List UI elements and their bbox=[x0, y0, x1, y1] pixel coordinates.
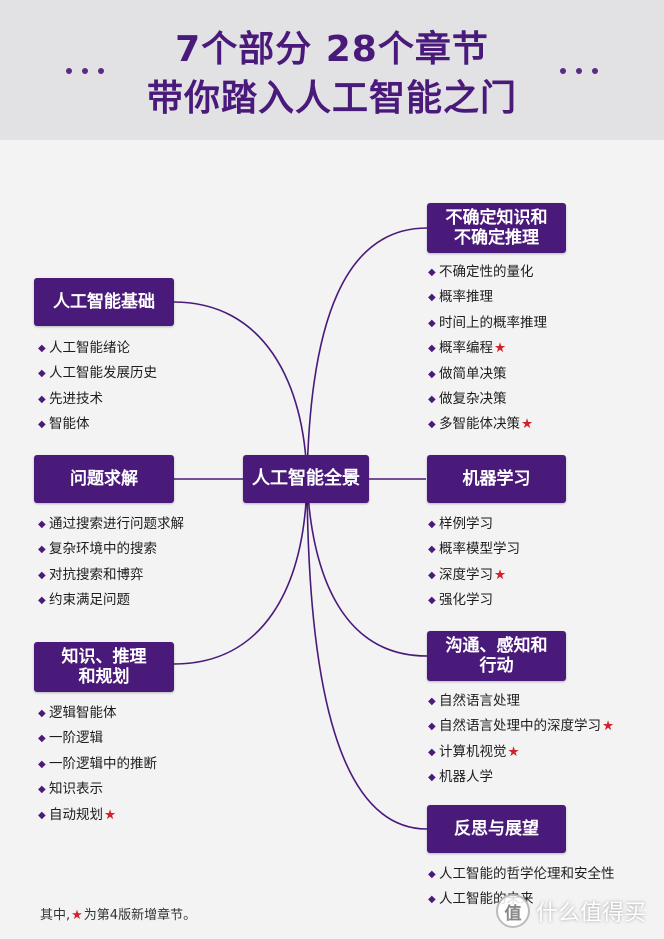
list-item: ◆知识表示 bbox=[38, 777, 157, 802]
decorative-dots-right bbox=[560, 68, 600, 76]
diamond-bullet-icon: ◆ bbox=[428, 343, 436, 355]
node-reflection-outlook: 反思与展望 bbox=[427, 805, 566, 853]
list-item: ◆通过搜索进行问题求解 bbox=[38, 512, 184, 537]
list-item: ◆逻辑智能体 bbox=[38, 701, 157, 726]
node-knowledge-reasoning: 知识、推理 和规划 bbox=[34, 642, 174, 692]
page-title-line-2: 带你踏入人工智能之门 bbox=[146, 78, 517, 119]
watermark: 值 什么值得买 bbox=[496, 893, 646, 929]
list-item: ◆智能体 bbox=[38, 412, 157, 437]
header-banner: 7个部分 28个章节 带你踏入人工智能之门 bbox=[0, 0, 664, 140]
new-chapter-star-icon: ★ bbox=[494, 340, 507, 357]
connector-right-4 bbox=[306, 479, 428, 830]
diamond-bullet-icon: ◆ bbox=[428, 569, 436, 581]
list-item: ◆人工智能的哲学伦理和安全性 bbox=[428, 862, 615, 887]
list-item: ◆做复杂决策 bbox=[428, 387, 547, 412]
list-item: ◆概率推理 bbox=[428, 285, 547, 310]
watermark-badge-icon: 值 bbox=[496, 894, 530, 928]
new-chapter-star-icon: ★ bbox=[494, 566, 507, 583]
diamond-bullet-icon: ◆ bbox=[38, 368, 46, 380]
watermark-text: 什么值得买 bbox=[536, 901, 647, 926]
list-item: ◆人工智能发展历史 bbox=[38, 361, 157, 386]
list-knowledge-reasoning: ◆逻辑智能体 ◆一阶逻辑 ◆一阶逻辑中的推断 ◆知识表示 ◆自动规划★ bbox=[38, 701, 157, 828]
diamond-bullet-icon: ◆ bbox=[428, 419, 436, 431]
diamond-bullet-icon: ◆ bbox=[38, 758, 46, 770]
new-chapter-star-icon: ★ bbox=[507, 743, 520, 760]
diamond-bullet-icon: ◆ bbox=[428, 292, 436, 304]
list-ai-basics: ◆人工智能绪论 ◆人工智能发展历史 ◆先进技术 ◆智能体 bbox=[38, 336, 157, 438]
diamond-bullet-icon: ◆ bbox=[428, 721, 436, 733]
diamond-bullet-icon: ◆ bbox=[38, 733, 46, 745]
connector-left-3 bbox=[173, 479, 308, 665]
diamond-bullet-icon: ◆ bbox=[428, 267, 436, 278]
list-item: ◆概率编程★ bbox=[428, 336, 547, 361]
list-item: ◆自然语言处理中的深度学习★ bbox=[428, 714, 614, 739]
list-item: ◆复杂环境中的搜索 bbox=[38, 537, 184, 562]
diamond-bullet-icon: ◆ bbox=[38, 343, 46, 354]
connector-right-3 bbox=[306, 479, 428, 657]
list-item: ◆一阶逻辑 bbox=[38, 726, 157, 751]
list-problem-solving: ◆通过搜索进行问题求解 ◆复杂环境中的搜索 ◆对抗搜索和博弈 ◆约束满足问题 bbox=[38, 512, 184, 614]
list-item: ◆多智能体决策★ bbox=[428, 412, 547, 437]
decorative-dots-left bbox=[66, 68, 106, 76]
diamond-bullet-icon: ◆ bbox=[428, 368, 436, 380]
diamond-bullet-icon: ◆ bbox=[428, 393, 436, 405]
list-machine-learning: ◆样例学习 ◆概率模型学习 ◆深度学习★ ◆强化学习 bbox=[428, 512, 520, 614]
diamond-bullet-icon: ◆ bbox=[428, 595, 436, 607]
node-machine-learning: 机器学习 bbox=[427, 455, 566, 503]
diamond-bullet-icon: ◆ bbox=[428, 544, 436, 556]
list-item: ◆概率模型学习 bbox=[428, 537, 520, 562]
connector-right-1 bbox=[306, 227, 428, 481]
list-item: ◆约束满足问题 bbox=[38, 588, 184, 613]
diamond-bullet-icon: ◆ bbox=[38, 544, 46, 556]
list-item: ◆机器人学 bbox=[428, 765, 614, 790]
list-item: ◆人工智能绪论 bbox=[38, 336, 157, 361]
diamond-bullet-icon: ◆ bbox=[428, 317, 436, 329]
diamond-bullet-icon: ◆ bbox=[428, 894, 436, 906]
list-item: ◆对抗搜索和博弈 bbox=[38, 563, 184, 588]
diamond-bullet-icon: ◆ bbox=[428, 746, 436, 758]
node-ai-basics: 人工智能基础 bbox=[34, 278, 174, 326]
new-chapter-star-icon: ★ bbox=[602, 718, 615, 735]
list-item: ◆自动规划★ bbox=[38, 803, 157, 828]
list-item: ◆计算机视觉★ bbox=[428, 740, 614, 765]
list-item: ◆一阶逻辑中的推断 bbox=[38, 752, 157, 777]
center-node: 人工智能全景 bbox=[243, 455, 369, 503]
connector-left-1 bbox=[173, 301, 308, 481]
diamond-bullet-icon: ◆ bbox=[38, 569, 46, 581]
list-item: ◆自然语言处理 bbox=[428, 689, 614, 714]
list-item: ◆强化学习 bbox=[428, 588, 520, 613]
list-item: ◆先进技术 bbox=[38, 387, 157, 412]
list-item: ◆深度学习★ bbox=[428, 563, 520, 588]
list-item: ◆样例学习 bbox=[428, 512, 520, 537]
diamond-bullet-icon: ◆ bbox=[38, 519, 46, 530]
footnote: 其中,★为第4版新增章节。 bbox=[40, 908, 197, 923]
list-item: ◆时间上的概率推理 bbox=[428, 311, 547, 336]
list-uncertain-knowledge: ◆不确定性的量化 ◆概率推理 ◆时间上的概率推理 ◆概率编程★ ◆做简单决策 ◆… bbox=[428, 260, 547, 438]
diamond-bullet-icon: ◆ bbox=[38, 809, 46, 821]
list-item: ◆做简单决策 bbox=[428, 362, 547, 387]
page-title-line-1: 7个部分 28个章节 bbox=[175, 29, 489, 70]
diamond-bullet-icon: ◆ bbox=[38, 595, 46, 607]
diamond-bullet-icon: ◆ bbox=[428, 772, 436, 784]
node-uncertain-knowledge: 不确定知识和 不确定推理 bbox=[427, 203, 566, 253]
diamond-bullet-icon: ◆ bbox=[428, 519, 436, 530]
node-problem-solving: 问题求解 bbox=[34, 455, 174, 503]
diamond-bullet-icon: ◆ bbox=[428, 869, 436, 880]
diamond-bullet-icon: ◆ bbox=[38, 784, 46, 796]
diamond-bullet-icon: ◆ bbox=[38, 708, 46, 719]
diamond-bullet-icon: ◆ bbox=[428, 696, 436, 707]
star-icon: ★ bbox=[71, 908, 83, 923]
new-chapter-star-icon: ★ bbox=[521, 416, 534, 433]
diamond-bullet-icon: ◆ bbox=[38, 419, 46, 431]
new-chapter-star-icon: ★ bbox=[104, 806, 117, 823]
diamond-bullet-icon: ◆ bbox=[38, 393, 46, 405]
node-communication-perception: 沟通、感知和 行动 bbox=[427, 631, 566, 681]
list-item: ◆不确定性的量化 bbox=[428, 260, 547, 285]
list-communication-perception: ◆自然语言处理 ◆自然语言处理中的深度学习★ ◆计算机视觉★ ◆机器人学 bbox=[428, 689, 614, 791]
